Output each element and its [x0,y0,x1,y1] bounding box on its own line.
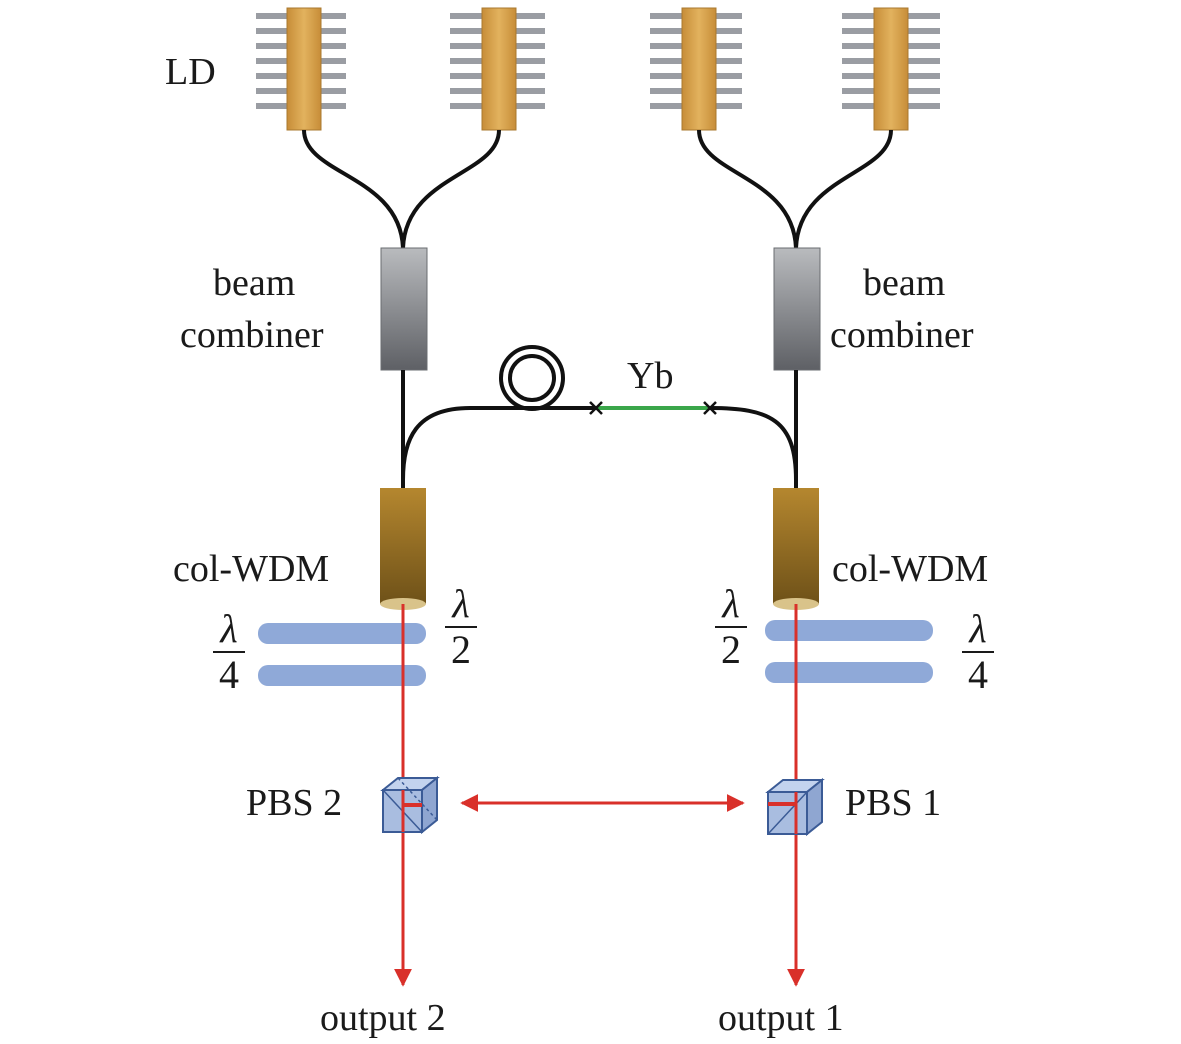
label-beam-combiner-right-2: combiner [830,314,974,356]
col-wdm-left [380,488,426,610]
label-pbs2: PBS 2 [246,782,342,824]
label-pbs1: PBS 1 [845,782,941,824]
ld-module-4 [842,7,940,131]
ld-module-1 [256,7,346,131]
beam-combiner-left [380,247,428,371]
label-beam-combiner-right-1: beam [863,262,945,304]
svg-text:λ: λ [219,606,237,651]
beam-combiner-right [773,247,821,371]
svg-text:2: 2 [451,627,471,672]
label-output2: output 2 [320,997,446,1039]
label-beam-combiner-left-1: beam [213,262,295,304]
label-yb: Yb [627,355,673,397]
label-ld: LD [165,51,216,93]
waveplate-left-bottom [258,665,426,686]
waveplate-right-top [765,620,933,641]
col-wdm-right [773,488,819,610]
fraction-quarter-right: λ 4 [962,606,994,697]
pbs1-cube [765,777,825,837]
svg-text:4: 4 [219,652,239,697]
yb-fiber [589,401,717,415]
waveplate-left-top [258,623,426,644]
svg-text:λ: λ [968,606,986,651]
fraction-quarter-left: λ 4 [213,606,245,697]
pbs2-cube [380,775,440,835]
svg-text:λ: λ [721,581,739,626]
ld-module-2 [450,7,545,131]
label-beam-combiner-left-2: combiner [180,314,324,356]
fraction-half-right: λ 2 [715,581,747,672]
waveplate-right-bottom [765,662,933,683]
label-col-wdm-right: col-WDM [832,548,988,590]
svg-text:4: 4 [968,652,988,697]
pump-fibers [302,129,893,249]
svg-text:2: 2 [721,627,741,672]
svg-text:λ: λ [451,581,469,626]
fraction-half-left: λ 2 [445,581,477,672]
ld-module-3 [650,7,742,131]
label-output1: output 1 [718,997,844,1039]
label-col-wdm-left: col-WDM [173,548,329,590]
fiber-loop [401,345,798,488]
